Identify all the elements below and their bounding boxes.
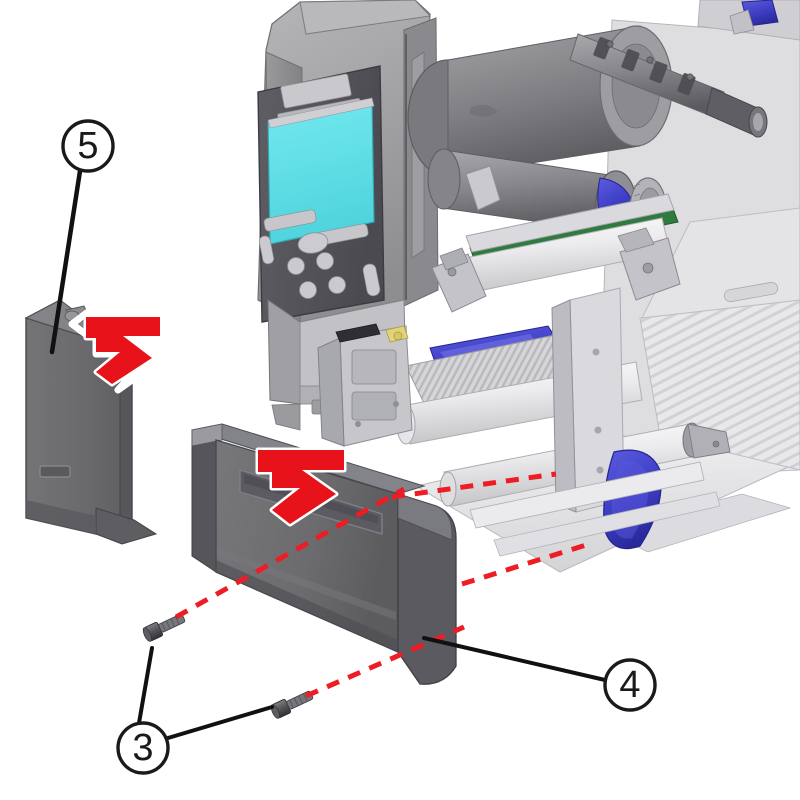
carriage-block: [317, 323, 413, 447]
panel-label-strip: [280, 73, 352, 109]
motion-arrow-side-cover: [68, 308, 168, 394]
softkey-left-bar[interactable]: [263, 209, 317, 232]
motion-arrow-front-cover: [255, 447, 347, 527]
callout-5[interactable]: 5: [61, 119, 115, 173]
assembly-dashed-paths: [174, 471, 587, 699]
leader-5: [49, 168, 83, 355]
nav-right-button[interactable]: [316, 252, 334, 270]
leader-3-a: [137, 646, 154, 725]
base-handle-slot: [723, 281, 779, 303]
leader-4: [422, 636, 607, 682]
indicator-right: [362, 263, 381, 297]
lcd-top-bezel: [267, 97, 375, 129]
side-cover-slot: [39, 465, 71, 478]
pivot-arm-assembly: [431, 165, 681, 313]
callout-5-circle[interactable]: [61, 119, 115, 173]
callout-3-label: 3: [132, 727, 153, 769]
callout-4-circle[interactable]: [603, 658, 657, 712]
top-blue-knob: [729, 0, 779, 35]
callout-4[interactable]: 4: [603, 658, 657, 712]
ribbon-spindle: [569, 33, 768, 138]
side-cover-part-5[interactable]: [24, 299, 158, 545]
leader-3-b: [166, 705, 274, 740]
callout-5-label: 5: [77, 125, 98, 167]
dash-screw-upper-to-cover: [174, 486, 406, 620]
nav-left-button[interactable]: [328, 276, 346, 294]
enter-button[interactable]: [296, 230, 329, 255]
print-mechanism: [317, 165, 731, 557]
nav-down-button[interactable]: [299, 281, 317, 299]
indicator-left: [258, 235, 275, 265]
screw-upper[interactable]: [141, 611, 186, 643]
right-frame-rail: [551, 287, 625, 513]
callout-3-circle[interactable]: [116, 721, 170, 775]
dash-screw-lower-to-cover: [304, 624, 466, 699]
callout-4-label: 4: [619, 664, 640, 706]
dash-cover-top-to-chassis: [391, 471, 557, 500]
callout-3[interactable]: 3: [116, 721, 170, 775]
callout-leader-lines: [49, 168, 607, 740]
printer-assembly: [257, 0, 800, 573]
nav-up-button[interactable]: [287, 257, 305, 275]
control-panel[interactable]: [257, 65, 385, 323]
